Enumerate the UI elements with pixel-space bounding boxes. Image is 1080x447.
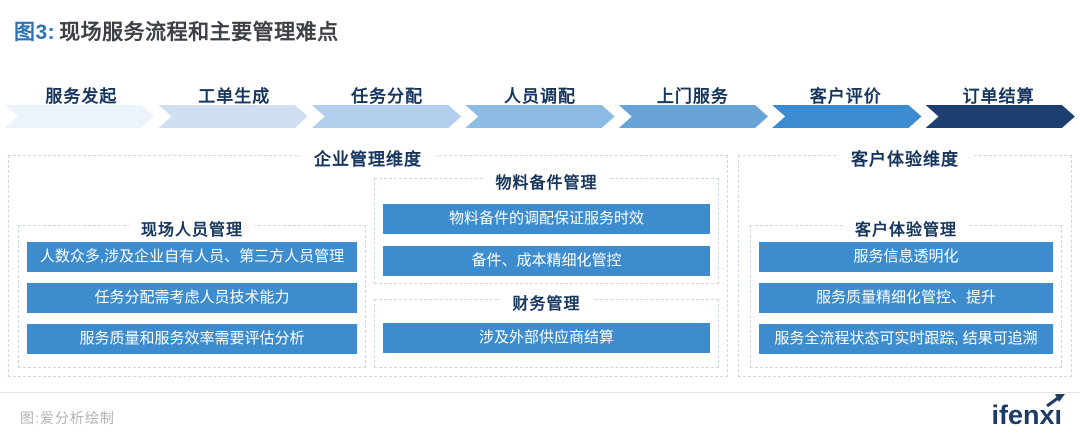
group-title-experience: 客户体验管理: [842, 216, 970, 240]
process-flow-arrows: [5, 105, 1075, 128]
difficulty-item: 人数众多,涉及企业自有人员、第三方人员管理: [27, 242, 357, 272]
chevron-arrow-icon: [5, 105, 154, 128]
chevron-arrow-icon: [926, 105, 1075, 128]
chevron-arrow-icon: [312, 105, 461, 128]
ifenxi-logo: ifenxi: [991, 394, 1065, 431]
group-field-personnel-management: 现场人员管理 人数众多,涉及企业自有人员、第三方人员管理 任务分配需考虑人员技术…: [18, 216, 366, 368]
flow-step-label-task-assignment: 任务分配: [351, 87, 424, 106]
process-flow-labels: 服务发起 工单生成 任务分配 人员调配 上门服务 客户评价 订单结算: [5, 82, 1075, 107]
logo-dot-cover: [1054, 400, 1062, 409]
panel-title-customer: 客户体验维度: [837, 145, 973, 170]
logo-arrow-icon: [1046, 394, 1065, 408]
difficulty-item: 任务分配需考虑人员技术能力: [27, 283, 357, 313]
flow-step-label-customer-review: 客户评价: [809, 87, 882, 106]
difficulty-item: 服务全流程状态可实时跟踪, 结果可追溯: [759, 324, 1053, 354]
difficulty-item: 服务质量和服务效率需要评估分析: [27, 324, 357, 354]
difficulty-item: 服务质量精细化管控、提升: [759, 283, 1053, 313]
group-finance-management: 财务管理 涉及外部供应商结算: [374, 290, 719, 368]
chevron-arrow-icon: [465, 105, 614, 128]
chevron-arrow-icon: [619, 105, 768, 128]
panel-title-enterprise: 企业管理维度: [300, 145, 436, 170]
group-title-materials: 物料备件管理: [483, 169, 610, 193]
difficulty-item: 物料备件的调配保证服务时效: [383, 204, 710, 234]
flow-step-label-onsite-service: 上门服务: [656, 87, 729, 106]
panel-customer-experience: 客户体验维度: [738, 145, 1072, 377]
group-customer-experience-management: 客户体验管理 服务信息透明化 服务质量精细化管控、提升 服务全流程状态可实时跟踪…: [750, 216, 1062, 368]
source-caption: 图:爱分析绘制: [20, 410, 115, 426]
figure-title-text: 现场服务流程和主要管理难点: [59, 21, 339, 44]
flow-step-label-work-order: 工单生成: [198, 87, 271, 106]
figure-number: 图3:: [14, 21, 56, 44]
group-materials-management: 物料备件管理 物料备件的调配保证服务时效 备件、成本精细化管控: [374, 169, 719, 284]
panel-enterprise-management: 企业管理维度: [8, 145, 728, 377]
flow-step-label-order-settlement: 订单结算: [962, 87, 1035, 106]
flow-step-label-staff-dispatch: 人员调配: [504, 87, 576, 106]
footer-divider: [0, 392, 1080, 393]
chevron-arrow-icon: [772, 105, 921, 128]
chevron-arrow-icon: [158, 105, 307, 128]
difficulty-item: 涉及外部供应商结算: [383, 323, 710, 353]
group-title-finance: 财务管理: [500, 290, 593, 314]
difficulty-item: 备件、成本精细化管控: [383, 246, 710, 276]
difficulty-item: 服务信息透明化: [759, 242, 1053, 272]
figure-title: 图3:现场服务流程和主要管理难点: [14, 16, 339, 46]
flow-step-label-service-initiation: 服务发起: [45, 87, 118, 106]
group-title-personnel: 现场人员管理: [128, 216, 256, 240]
